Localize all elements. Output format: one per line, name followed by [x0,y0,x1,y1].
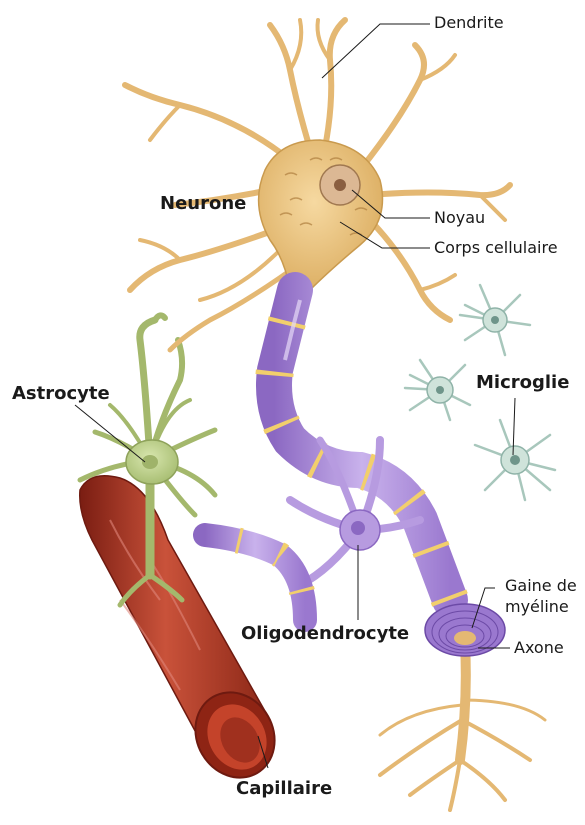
microglia-cell-1 [460,285,530,355]
label-astrocyte: Astrocyte [12,385,110,403]
nucleolus [334,179,346,191]
secondary-axon [205,535,305,620]
microglia-cell-2 [405,360,470,420]
label-axone: Axone [514,640,564,656]
label-neurone: Neurone [160,195,246,213]
label-dendrite: Dendrite [434,15,504,31]
label-microglie: Microglie [476,374,569,392]
label-capillaire: Capillaire [236,780,332,798]
oligodendrocyte-nucleus [351,521,365,535]
axon-core [454,631,476,645]
neuron-cell-body [259,140,383,295]
label-myeline: myéline [505,599,569,615]
microglia-cell-3 [475,420,555,500]
label-corps-cellulaire: Corps cellulaire [434,240,558,256]
label-gaine-de: Gaine de [505,578,577,594]
label-oligodendrocyte: Oligodendrocyte [241,625,409,643]
myelinated-axon [274,290,450,600]
label-noyau: Noyau [434,210,485,226]
axon-terminal [380,645,545,810]
